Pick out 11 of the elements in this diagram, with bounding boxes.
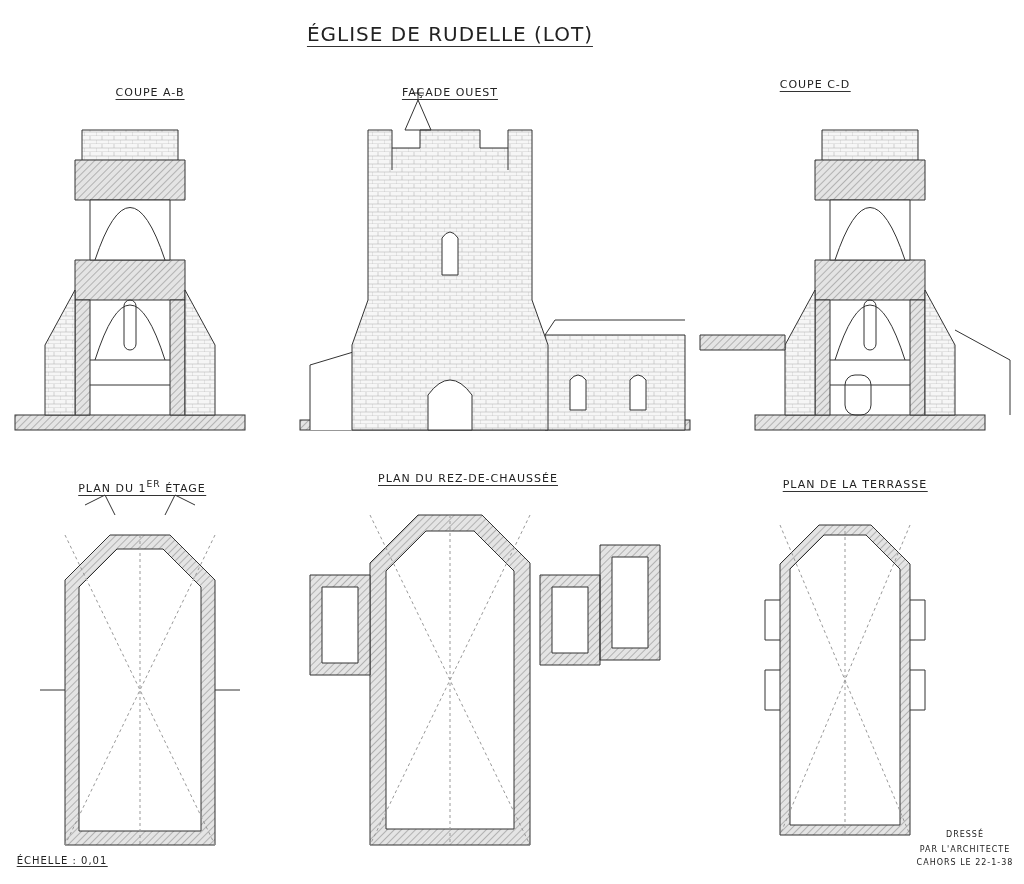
view-title: COUPE C-D bbox=[779, 78, 851, 92]
view-title: PLAN DU 1$^{ER}$ ÉTAGE bbox=[78, 478, 206, 496]
view-title: PLAN DU REZ-DE-CHAUSSÉE bbox=[378, 472, 558, 486]
drawing-title: ÉGLISE DE RUDELLE (LOT) bbox=[306, 22, 594, 47]
view-title: PLAN DE LA TERRASSE bbox=[782, 478, 928, 492]
author-note: CAHORS LE 22-1-38 bbox=[916, 858, 1014, 867]
author-note: PAR L'ARCHITECTE bbox=[919, 845, 1011, 854]
scale-note: ÉCHELLE : 0,01 bbox=[16, 855, 108, 867]
view-title: COUPE A-B bbox=[115, 86, 185, 100]
author-note: DRESSÉ bbox=[946, 830, 984, 839]
view-title: FAÇADE OUEST bbox=[401, 86, 499, 100]
